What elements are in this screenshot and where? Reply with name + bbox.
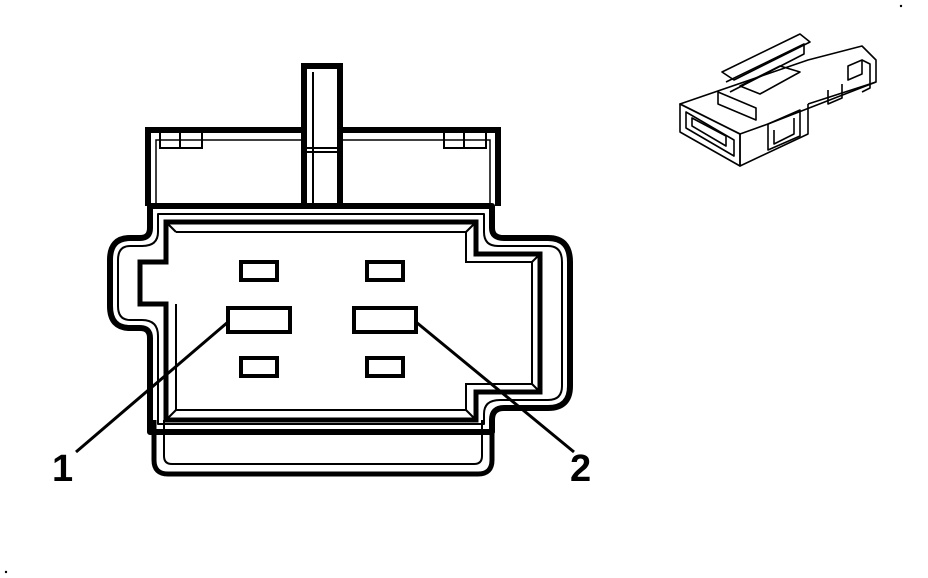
callout-label-1: 1 — [52, 448, 73, 490]
terminal-cavity-bottom-left — [239, 356, 279, 378]
connector-isometric-view — [679, 33, 877, 167]
callout-leader-1 — [75, 320, 229, 454]
terminal-cavity-top-right — [365, 260, 405, 282]
connector-cavity-bevels — [165, 221, 541, 421]
connector-latch — [301, 63, 343, 210]
connector-cavity-frame — [137, 219, 543, 423]
terminal-cavity-bottom-right — [365, 356, 405, 378]
connector-outer-contour — [107, 203, 573, 435]
terminal-cavities — [226, 260, 418, 378]
connector-lower-skirt — [151, 420, 495, 477]
terminal-cavity-pin-2 — [352, 306, 418, 334]
speck-top-right — [899, 4, 903, 8]
callout-label-2: 2 — [570, 448, 591, 490]
speck-bottom-left — [4, 570, 8, 574]
connector-face-view: 1 2 — [52, 63, 591, 490]
terminal-cavity-pin-1 — [226, 306, 292, 334]
terminal-cavity-top-left — [239, 260, 279, 282]
connector-outer-contour-inner — [117, 213, 563, 425]
callout-leader-2 — [415, 320, 575, 454]
